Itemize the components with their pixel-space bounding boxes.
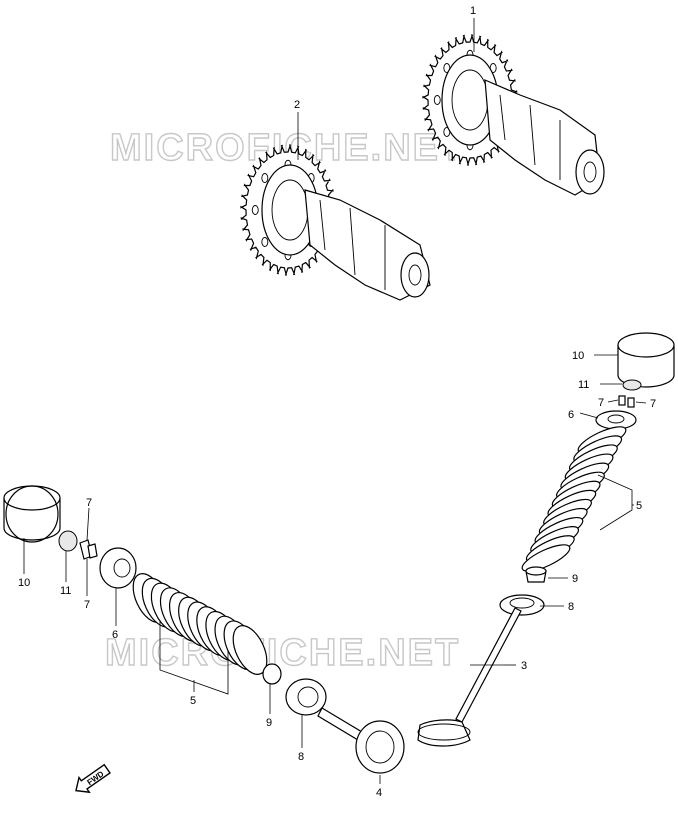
callout-8-left: 8 [298,751,304,763]
valve-assembly-left [3,485,405,774]
callout-7-right-a: 7 [598,397,604,409]
valve-assembly-right [417,332,675,747]
callout-7-left-top: 7 [86,497,92,509]
callout-5-right: 5 [636,500,642,512]
camshaft-exhaust [422,34,605,196]
callout-1: 1 [470,5,476,17]
leader-lines [23,18,647,784]
callout-5-left: 5 [190,695,196,707]
callout-6-right: 6 [568,409,574,421]
callout-7-right-b: 7 [650,398,656,410]
callout-3: 3 [521,660,527,672]
callout-2: 2 [294,99,300,111]
camshaft-intake [240,144,431,301]
callout-10-right: 10 [572,350,584,362]
callout-11-left: 11 [60,585,71,597]
callout-7-left-bottom: 7 [84,599,90,611]
callout-labels: 1 2 3 4 10 11 7 7 6 5 9 8 10 11 7 7 6 5 … [18,5,656,799]
callout-4: 4 [376,787,382,799]
callout-10-left: 10 [18,577,30,589]
callout-9-right: 9 [572,573,578,585]
forward-arrow-icon: FWD [75,763,111,794]
valve-spring-right [521,426,627,572]
callout-9-left: 9 [266,717,272,729]
watermark-bottom: MICROFICHE.NET [105,632,460,674]
callout-8-right: 8 [568,601,574,613]
callout-11-right: 11 [578,379,589,391]
callout-6-left: 6 [112,629,118,641]
